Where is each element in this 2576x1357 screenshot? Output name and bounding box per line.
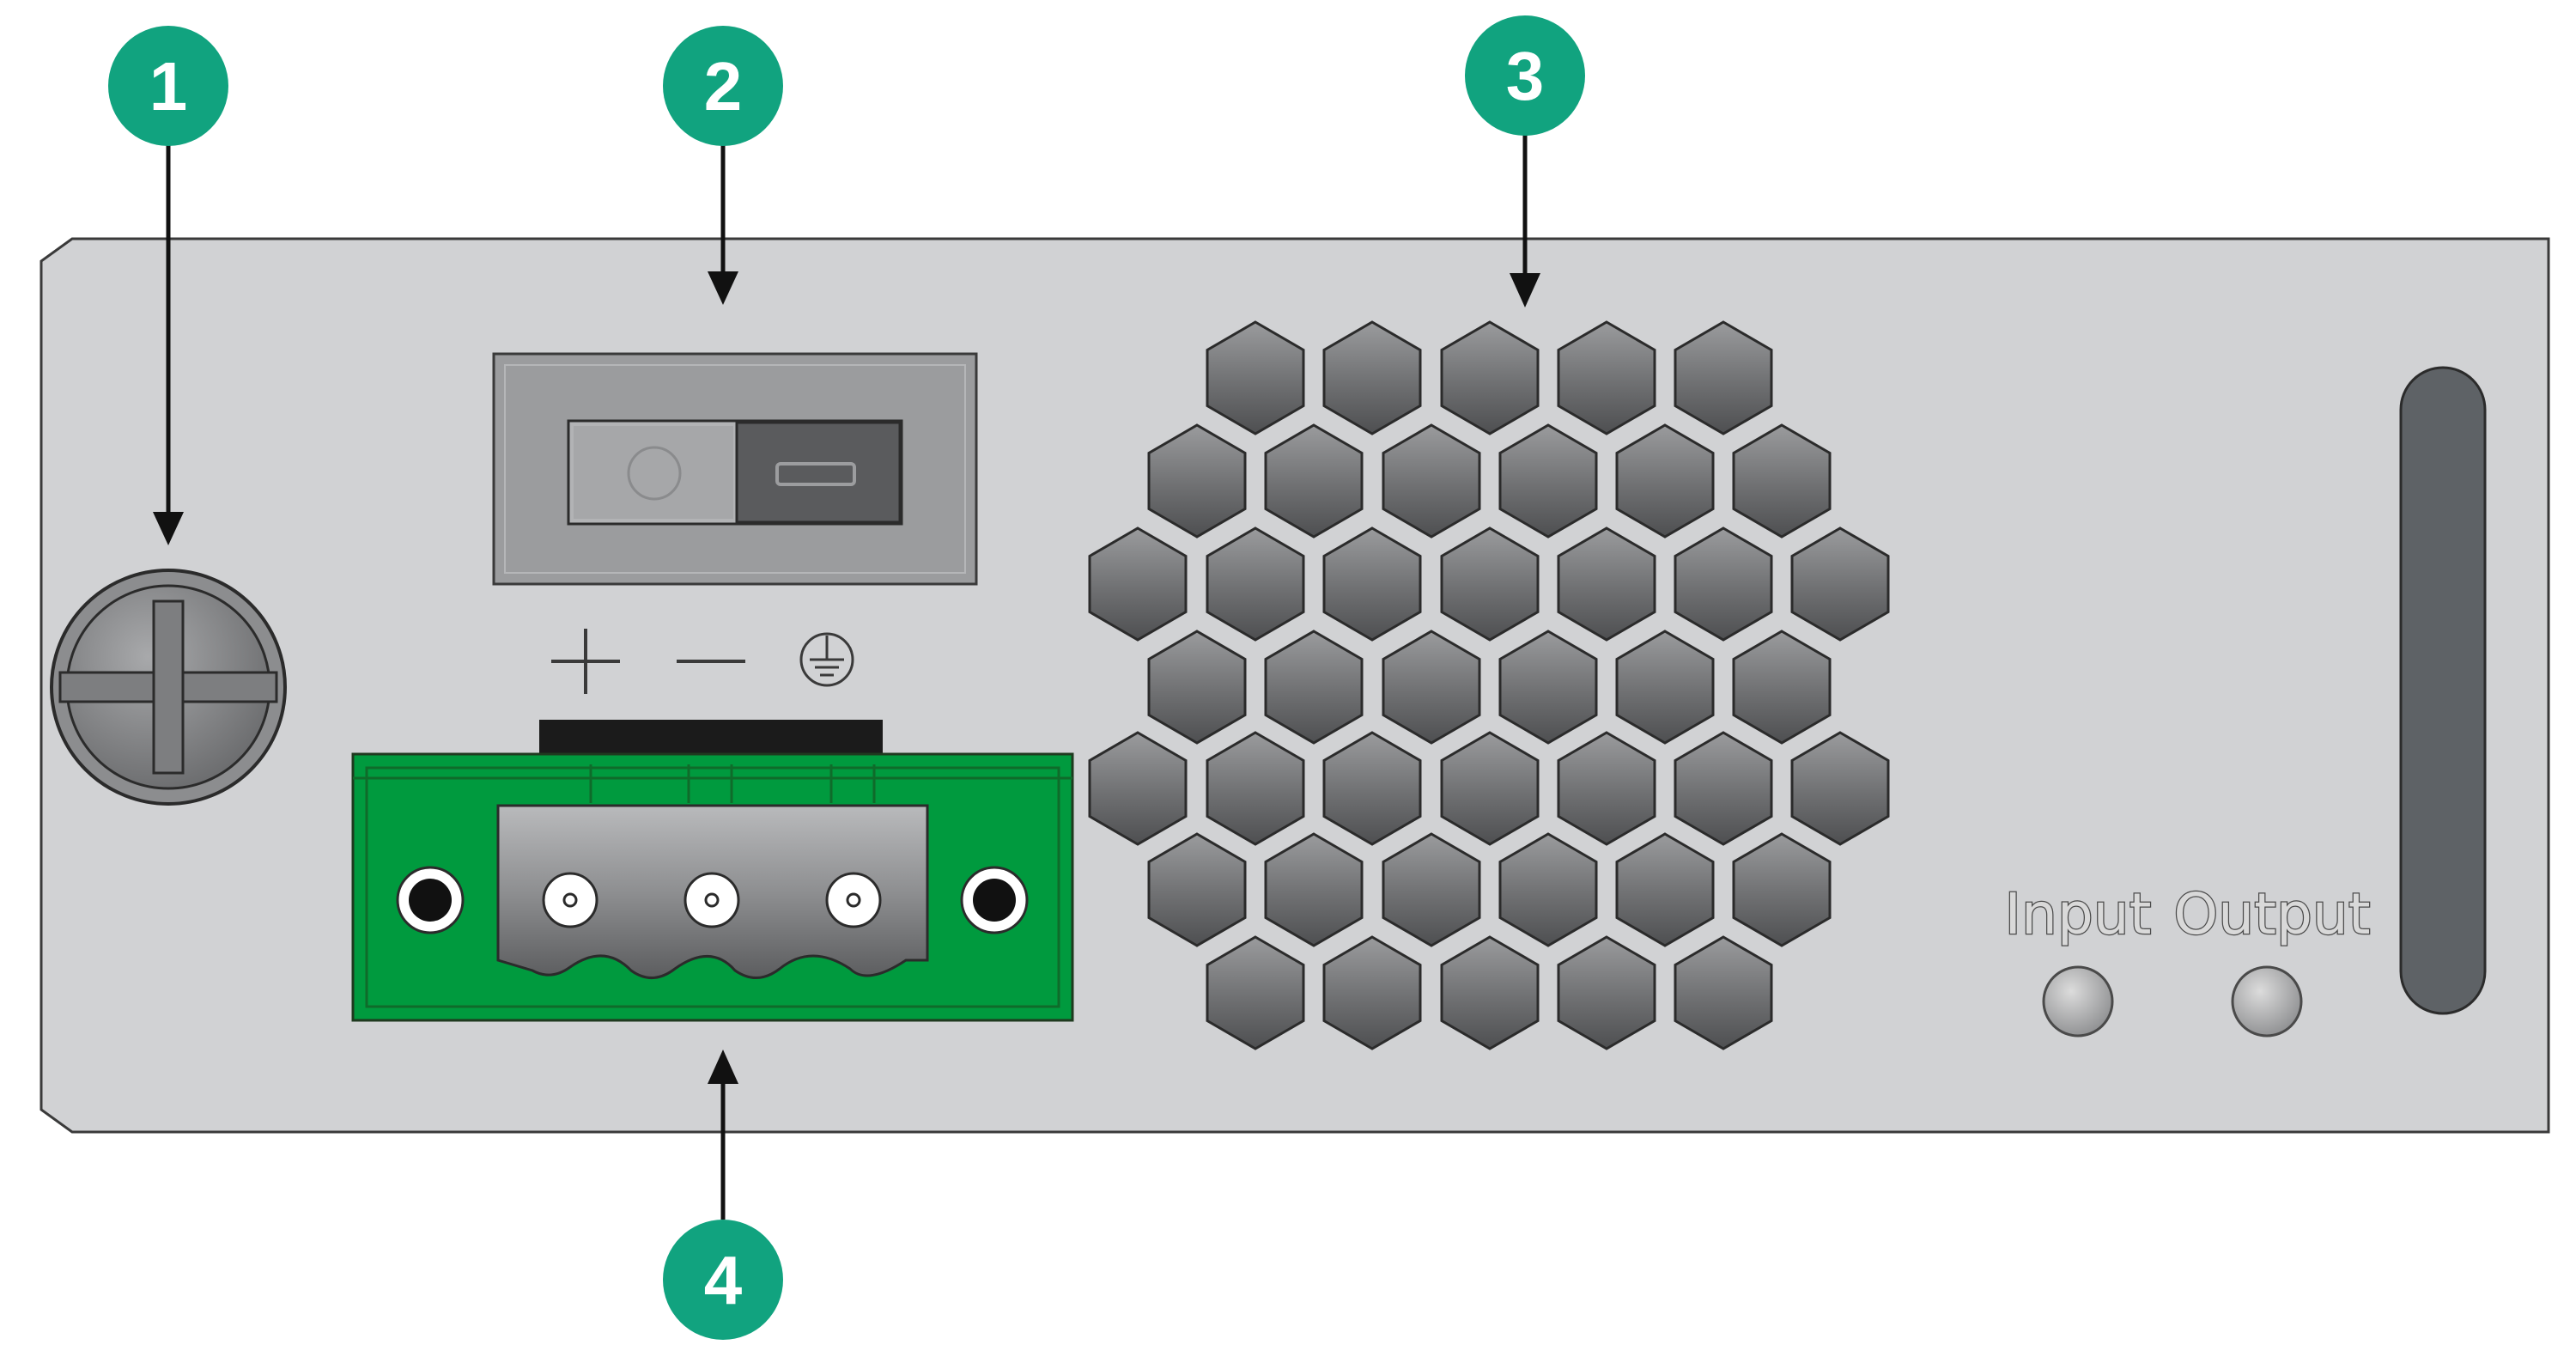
vent-hole — [1147, 423, 1247, 539]
mounting-hole-right — [960, 866, 1029, 934]
vent-hole — [1674, 731, 1773, 846]
vent-hole — [1088, 731, 1188, 846]
callout-2: 2 — [663, 26, 783, 146]
terminal-screw-negative — [683, 872, 740, 928]
ventilation-grille — [1088, 320, 1890, 1050]
vent-hole — [1615, 832, 1715, 947]
vent-hole — [1206, 935, 1305, 1050]
vent-hole — [1440, 731, 1540, 846]
vent-hole — [1557, 320, 1656, 435]
vent-hole — [1264, 832, 1364, 947]
callout-leaders — [153, 133, 1540, 1220]
vent-hole — [1732, 423, 1832, 539]
vent-hole — [1440, 935, 1540, 1050]
vent-hole — [1322, 935, 1422, 1050]
svg-text:2: 2 — [704, 48, 743, 125]
output-led — [2231, 965, 2303, 1038]
vent-hole — [1790, 731, 1890, 846]
input-led-label: Input — [2005, 881, 2152, 947]
ground-icon — [799, 632, 854, 687]
output-led-label: Output — [2173, 881, 2370, 947]
switch-on-symbol — [775, 462, 856, 486]
leader-arrow-1 — [153, 512, 184, 545]
vent-hole — [1264, 423, 1364, 539]
leader-arrow-3 — [1510, 273, 1540, 307]
vent-hole — [1382, 832, 1481, 947]
leader-arrow-2 — [708, 271, 738, 305]
vent-hole — [1382, 423, 1481, 539]
vent-hole — [1674, 320, 1773, 435]
vent-hole — [1206, 731, 1305, 846]
vent-hole — [1440, 320, 1540, 435]
vent-hole — [1147, 630, 1247, 745]
vent-hole — [1147, 832, 1247, 947]
vent-hole — [1790, 526, 1890, 642]
callout-3: 3 — [1465, 15, 1585, 136]
switch-on-side — [735, 421, 902, 524]
mounting-hole-left — [396, 866, 465, 934]
leader-arrow-4 — [708, 1050, 738, 1084]
vent-hole — [1674, 935, 1773, 1050]
input-led — [2042, 965, 2114, 1038]
vent-hole — [1615, 630, 1715, 745]
vent-hole — [1615, 423, 1715, 539]
svg-text:3: 3 — [1506, 38, 1545, 114]
callout-1: 1 — [108, 26, 228, 146]
svg-text:1: 1 — [149, 48, 188, 125]
power-input-terminal — [351, 720, 1074, 1022]
svg-text:4: 4 — [704, 1242, 743, 1318]
vent-hole — [1264, 630, 1364, 745]
vent-hole — [1498, 630, 1598, 745]
vent-hole — [1088, 526, 1188, 642]
input-led-group: Input — [2003, 880, 2153, 1038]
callout-4: 4 — [663, 1220, 783, 1340]
terminal-screw-positive — [542, 872, 598, 928]
vent-hole — [1322, 526, 1422, 642]
output-led-group: Output — [2172, 880, 2372, 1038]
vent-hole — [1382, 630, 1481, 745]
module-handle[interactable] — [2399, 366, 2487, 1015]
vent-hole — [1498, 423, 1598, 539]
vent-hole — [1557, 526, 1656, 642]
switch-off-symbol — [627, 446, 682, 501]
vent-hole — [1557, 731, 1656, 846]
vent-hole — [1557, 935, 1656, 1050]
vent-hole — [1732, 832, 1832, 947]
vent-hole — [1206, 320, 1305, 435]
terminal-screw-ground — [825, 872, 882, 928]
vent-hole — [1498, 832, 1598, 947]
vent-hole — [1732, 630, 1832, 745]
vent-hole — [1322, 320, 1422, 435]
vent-hole — [1440, 526, 1540, 642]
power-switch[interactable] — [492, 352, 978, 586]
grounding-screw — [50, 569, 287, 806]
plus-icon — [551, 629, 620, 694]
vent-hole — [1206, 526, 1305, 642]
vent-hole — [1322, 731, 1422, 846]
vent-hole — [1674, 526, 1773, 642]
